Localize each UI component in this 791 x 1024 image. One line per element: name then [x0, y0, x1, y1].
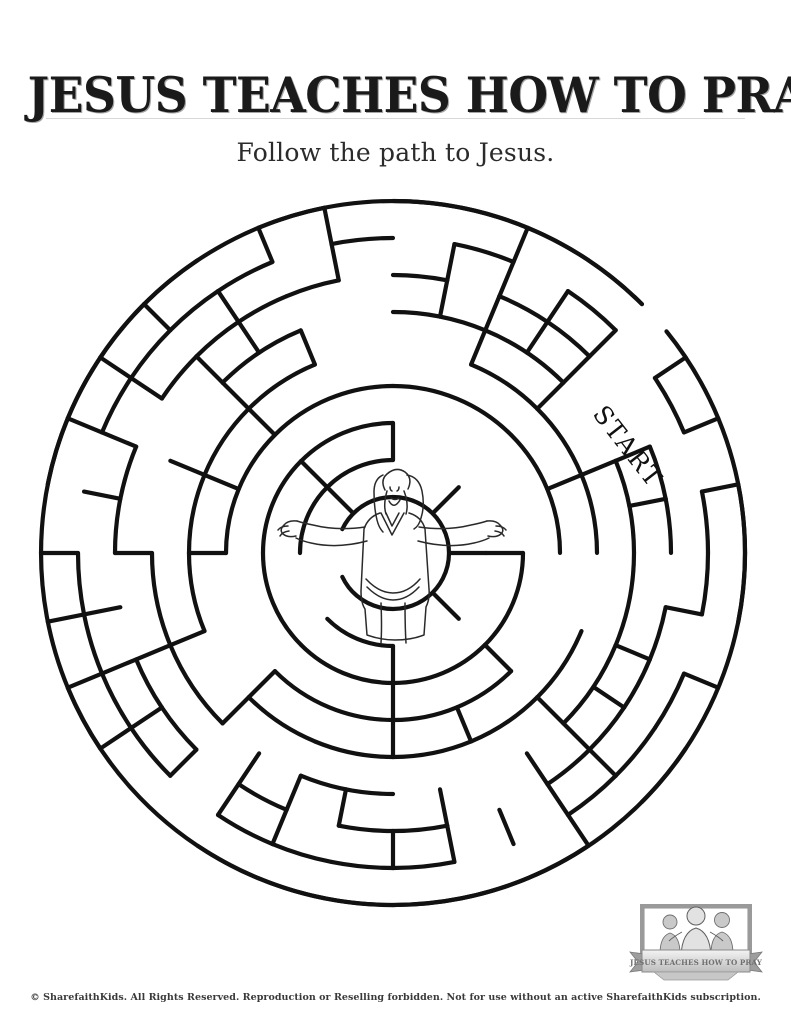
jesus-figure-icon: [277, 468, 507, 644]
header-divider: [46, 118, 745, 119]
instruction-text: Follow the path to Jesus.: [236, 138, 555, 167]
maze-container[interactable]: START: [18, 178, 768, 930]
badge-figure-right: [710, 912, 734, 955]
badge-graphic: JESUS TEACHES HOW TO PRAY: [629, 904, 763, 981]
page-title: JESUS TEACHES HOW TO PRAY: [27, 65, 791, 124]
maze-walls: [38, 198, 748, 908]
circular-maze[interactable]: [18, 178, 768, 930]
footer-copyright: © SharefaithKids. All Rights Reserved. R…: [30, 992, 761, 1003]
badge-figure-center: [668, 906, 724, 957]
badge-figure-left: [659, 914, 681, 955]
badge-banner-text: JESUS TEACHES HOW TO PRAY: [629, 958, 763, 967]
lesson-badge: JESUS TEACHES HOW TO PRAY: [626, 896, 766, 982]
